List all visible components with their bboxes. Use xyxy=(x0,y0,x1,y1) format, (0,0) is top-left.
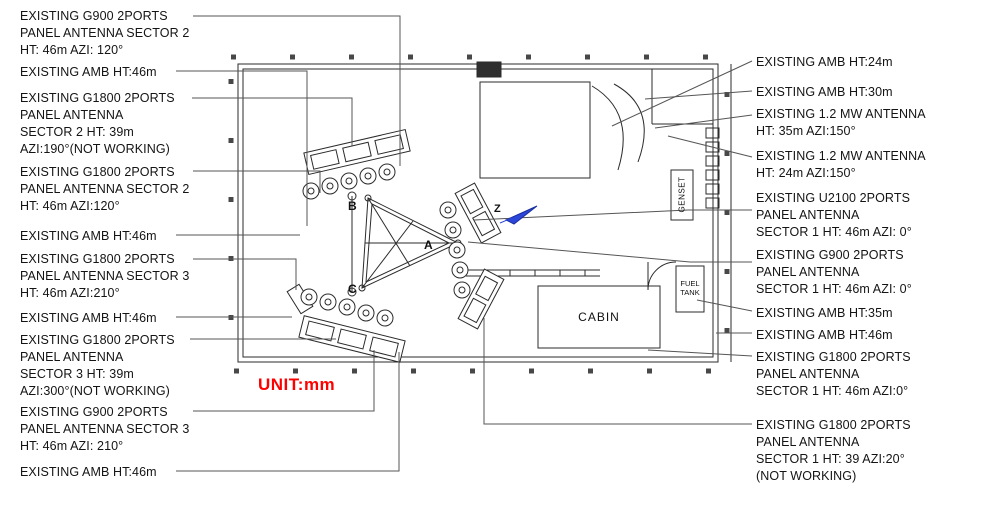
leader-lines xyxy=(176,15,753,472)
annotation-g1800-sector2-39m: EXISTING G1800 2PORTS PANEL ANTENNA SECT… xyxy=(20,91,175,156)
annotation-mw-35m: EXISTING 1.2 MW ANTENNA HT: 35m AZI:150° xyxy=(756,107,926,138)
annotation-g1800-sector3-46m: EXISTING G1800 2PORTS PANEL ANTENNA SECT… xyxy=(20,252,190,300)
annotation-g1800-sector2-46m: EXISTING G1800 2PORTS PANEL ANTENNA SECT… xyxy=(20,165,190,213)
north-arrow-label: Z xyxy=(494,203,501,215)
annotation-amb-46m-c: EXISTING AMB HT:46m xyxy=(20,311,157,325)
fuel-tank-box xyxy=(675,265,705,313)
cabin-box xyxy=(537,285,661,349)
tower-leg-c-label: C xyxy=(348,282,357,296)
fuel-tank-label: FUEL TANK xyxy=(680,279,700,297)
tower-leg-a-label: A xyxy=(424,238,433,252)
tower-lattice xyxy=(347,191,462,297)
genset-label: GENSET xyxy=(677,176,687,213)
sector-b-antenna-array xyxy=(302,128,411,200)
tower-leg-b-label: B xyxy=(348,199,357,213)
annotation-g900-sector3: EXISTING G900 2PORTS PANEL ANTENNA SECTO… xyxy=(20,405,190,453)
annotation-u2100-sector1: EXISTING U2100 2PORTS PANEL ANTENNA SECT… xyxy=(756,191,912,239)
genset-box xyxy=(670,169,694,221)
cabin-label: CABIN xyxy=(578,310,620,324)
annotation-g900-sector2: EXISTING G900 2PORTS PANEL ANTENNA SECTO… xyxy=(20,9,190,57)
annotation-g1800-sector1-39m: EXISTING G1800 2PORTS PANEL ANTENNA SECT… xyxy=(756,418,911,483)
annotation-amb-46m-d: EXISTING AMB HT:46m xyxy=(20,465,157,479)
annotation-g1800-sector3-39m: EXISTING G1800 2PORTS PANEL ANTENNA SECT… xyxy=(20,333,175,398)
annotation-mw-24m: EXISTING 1.2 MW ANTENNA HT: 24m AZI:150° xyxy=(756,149,926,180)
sector-a-antenna-array xyxy=(439,182,505,330)
north-arrow-icon xyxy=(499,205,538,225)
annotation-g1800-sector1-46m: EXISTING G1800 2PORTS PANEL ANTENNA SECT… xyxy=(756,350,911,398)
unit-note: UNIT:mm xyxy=(258,375,336,394)
annotation-amb-46m-a: EXISTING AMB HT:46m xyxy=(20,65,157,79)
annotation-amb-24m: EXISTING AMB HT:24m xyxy=(756,55,893,69)
annotation-amb-30m: EXISTING AMB HT:30m xyxy=(756,85,893,99)
annotation-g900-sector1: EXISTING G900 2PORTS PANEL ANTENNA SECTO… xyxy=(756,248,912,296)
annotation-amb-35m: EXISTING AMB HT:35m xyxy=(756,306,893,320)
sector-c-antenna-array xyxy=(286,283,406,363)
annotation-amb-46m-b: EXISTING AMB HT:46m xyxy=(20,229,157,243)
compound-boundary xyxy=(228,54,732,374)
annotation-amb-46m-e: EXISTING AMB HT:46m xyxy=(756,328,893,342)
